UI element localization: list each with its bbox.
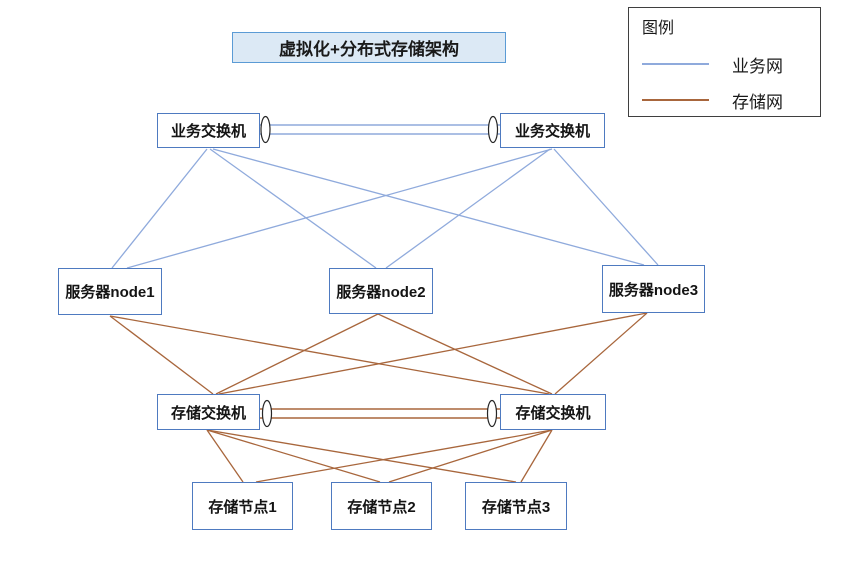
node-server-node1: 服务器node1 bbox=[58, 268, 162, 315]
edge-srv3-sswR bbox=[554, 312, 648, 395]
edge-bswL-srv3 bbox=[212, 148, 645, 266]
edge-sswR-sn2 bbox=[388, 429, 553, 483]
edge-bswL-srv2 bbox=[209, 148, 377, 269]
node-storage-node2: 存储节点2 bbox=[331, 482, 432, 530]
edge-sswL-sn1 bbox=[206, 429, 244, 483]
legend-label-business: 业务网 bbox=[732, 56, 783, 76]
legend-item-business: 业务网 bbox=[642, 54, 808, 76]
edge-sswL-sn2 bbox=[206, 429, 381, 483]
node-storage-node1: 存储节点1 bbox=[192, 482, 293, 530]
edge-srv3-sswL bbox=[218, 312, 648, 395]
edge-srv2-sswR bbox=[377, 313, 553, 395]
storage-network-lines bbox=[109, 312, 648, 483]
edge-srv2-sswL bbox=[215, 313, 379, 395]
edge-sswL-sn3 bbox=[206, 429, 517, 483]
edge-bswR-srv1 bbox=[126, 148, 553, 269]
legend-item-storage: 存储网 bbox=[642, 90, 808, 112]
node-storage-switch-right: 存储交换机 bbox=[500, 394, 606, 430]
legend-label-storage: 存储网 bbox=[732, 92, 783, 112]
legend-box: 图例 业务网 存储网 bbox=[628, 7, 821, 117]
node-storage-node3: 存储节点3 bbox=[465, 482, 567, 530]
node-server-node2: 服务器node2 bbox=[329, 268, 433, 314]
business-network-line-swatch bbox=[642, 63, 709, 65]
business-network-lines bbox=[111, 148, 659, 269]
business-trunk-lines bbox=[260, 124, 500, 135]
storage-trunk-right-ellipse-icon bbox=[486, 399, 498, 428]
node-business-switch-right: 业务交换机 bbox=[500, 113, 605, 148]
node-business-switch-left: 业务交换机 bbox=[157, 113, 260, 148]
edge-srv1-sswR bbox=[109, 315, 550, 395]
storage-trunk-lines bbox=[260, 408, 500, 419]
node-storage-switch-left: 存储交换机 bbox=[157, 394, 260, 430]
edge-sswR-sn1 bbox=[255, 429, 553, 483]
edge-sswR-sn3 bbox=[520, 429, 553, 483]
business-trunk-right-ellipse-icon bbox=[487, 115, 499, 144]
edge-bswR-srv3 bbox=[553, 148, 659, 266]
edge-bswL-srv1 bbox=[111, 148, 208, 269]
edge-bswR-srv2 bbox=[385, 148, 551, 269]
storage-trunk-left-ellipse-icon bbox=[261, 399, 273, 428]
trunk-connector-ellipses bbox=[260, 115, 499, 428]
edge-srv1-sswL bbox=[109, 315, 214, 395]
diagram-title: 虚拟化+分布式存储架构 bbox=[232, 32, 506, 63]
storage-network-line-swatch bbox=[642, 99, 709, 101]
legend-title: 图例 bbox=[642, 20, 675, 37]
business-trunk-left-ellipse-icon bbox=[260, 115, 271, 144]
node-server-node3: 服务器node3 bbox=[602, 265, 705, 313]
